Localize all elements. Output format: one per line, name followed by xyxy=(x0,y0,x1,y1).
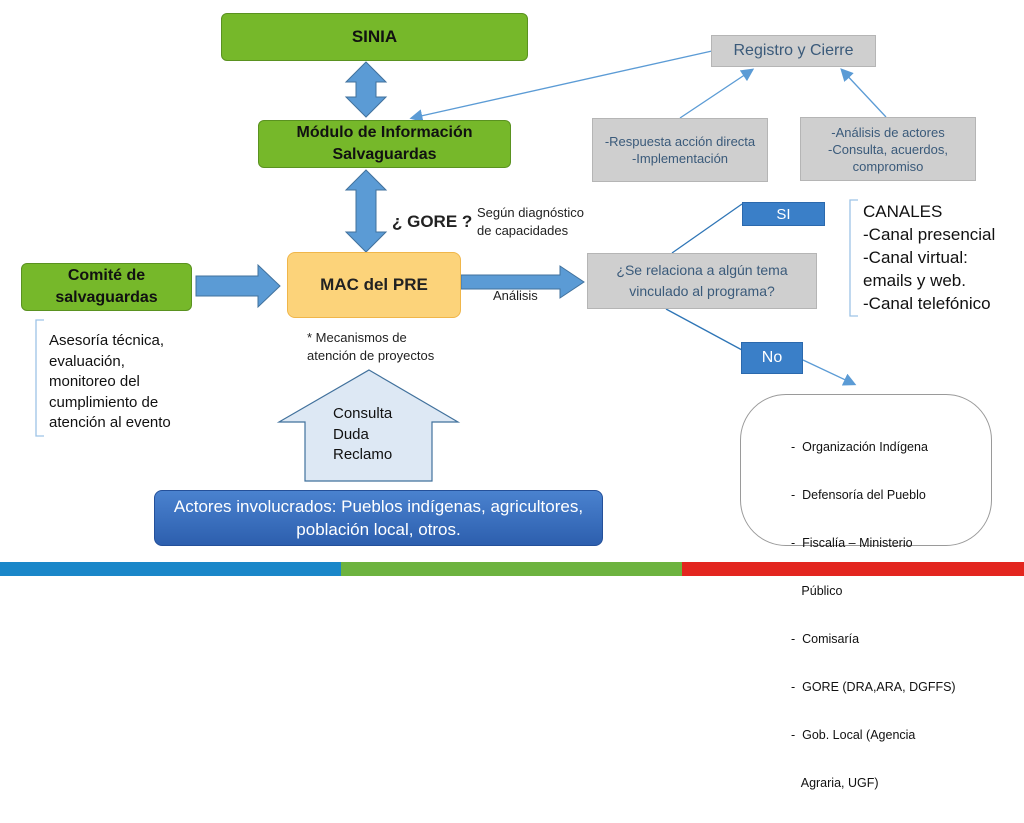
sinia-label: SINIA xyxy=(351,27,398,46)
connectors xyxy=(35,50,887,482)
mac-label: MAC del PRE xyxy=(320,275,428,294)
modulo-line1: Módulo de Información xyxy=(296,124,473,141)
institucion-item: Público xyxy=(791,584,843,598)
institucion-item: - Comisaría xyxy=(791,632,860,646)
comite-mac-arrow xyxy=(195,263,281,309)
registro-label: Registro y Cierre xyxy=(733,42,854,59)
consulta-line: Consulta xyxy=(333,405,393,422)
analisis-actores-box: -Análisis de actores -Consulta, acuerdos… xyxy=(800,117,976,181)
comite-line1: Comité de xyxy=(67,267,146,284)
pregunta-box: ¿Se relaciona a algún tema vinculado al … xyxy=(587,253,817,309)
analisis-registro-line xyxy=(840,68,887,118)
pregunta-no-line xyxy=(665,308,743,351)
si-box: SI xyxy=(742,202,825,226)
institucion-item: - Organización Indígena xyxy=(791,440,928,454)
consulta-up-arrow xyxy=(276,369,461,482)
diagnostico-text: Según diagnóstico de capacidades xyxy=(477,204,584,240)
canales-brace xyxy=(849,199,858,317)
asesoria-list: Asesoría técnica, evaluación, monitoreo … xyxy=(49,331,171,434)
pregunta-si-line xyxy=(671,203,743,254)
mac-box: MAC del PRE xyxy=(287,252,461,318)
footer-bar-green xyxy=(341,562,682,576)
diagnostico-line1: Según diagnóstico xyxy=(477,205,584,220)
actores-line2: población local, otros. xyxy=(296,520,461,539)
pregunta-line1: ¿Se relaciona a algún tema xyxy=(616,262,788,278)
instituciones-box: - Organización Indígena - Defensoría del… xyxy=(740,394,992,790)
analisis-actores-line3: compromiso xyxy=(852,158,924,174)
no-instituciones-line xyxy=(802,359,857,386)
analisis-actores-line1: -Análisis de actores xyxy=(831,124,945,140)
sinia-modulo-double-arrow xyxy=(344,61,388,118)
actores-box: Actores involucrados: Pueblos indígenas,… xyxy=(154,490,603,546)
mac-pregunta-arrow xyxy=(460,265,585,299)
si-label: SI xyxy=(776,205,791,223)
no-label: No xyxy=(761,349,783,366)
canales-line: -Canal virtual: xyxy=(863,248,968,267)
institucion-item: Agraria, UGF) xyxy=(791,776,879,790)
instituciones-list: - Organización Indígena - Defensoría del… xyxy=(791,407,956,823)
respuesta-box: -Respuesta acción directa -Implementació… xyxy=(592,118,768,182)
canales-line: -Canal telefónico xyxy=(863,294,991,313)
consulta-line: Duda xyxy=(333,425,369,443)
gore-question: ¿ GORE ? xyxy=(392,212,473,231)
canales-line: emails y web. xyxy=(863,271,966,290)
analisis-actores-line2: -Consulta, acuerdos, xyxy=(828,141,948,157)
institucion-item: - GORE (DRA,ARA, DGFFS) xyxy=(791,680,956,694)
institucion-item: - Fiscalía – Ministerio xyxy=(791,536,913,550)
institucion-item: - Defensoría del Pueblo xyxy=(791,488,926,502)
asesoria-line: atención al evento xyxy=(49,414,171,431)
comite-box: Comité de salvaguardas xyxy=(21,263,192,311)
mecanismos-line2: atención de proyectos xyxy=(307,348,435,363)
modulo-line2: Salvaguardas xyxy=(332,146,437,163)
respuesta-line2: -Implementación xyxy=(631,151,729,166)
institucion-item: - Gob. Local (Agencia xyxy=(791,728,916,742)
consulta-list: Consulta Duda Reclamo xyxy=(333,404,392,466)
sinia-box: SINIA xyxy=(221,13,528,61)
consulta-line: Reclamo xyxy=(333,446,393,463)
canales-line: -Canal presencial xyxy=(863,225,996,244)
footer-bar-red xyxy=(682,562,1024,576)
diagnostico-line2: de capacidades xyxy=(477,223,569,238)
asesoria-line: evaluación, xyxy=(49,352,125,370)
asesoria-brace xyxy=(35,319,44,437)
footer-bar-blue xyxy=(0,562,341,576)
analisis-label: Análisis xyxy=(493,288,538,303)
actores-line1: Actores involucrados: Pueblos indígenas,… xyxy=(173,497,584,516)
modulo-mac-double-arrow xyxy=(344,169,388,253)
mecanismos-text: * Mecanismos de atención de proyectos xyxy=(307,329,434,365)
canales-list: CANALES -Canal presencial -Canal virtual… xyxy=(863,200,995,315)
canales-line: CANALES xyxy=(863,202,943,221)
registro-box: Registro y Cierre xyxy=(711,35,876,67)
modulo-box: Módulo de Información Salvaguardas xyxy=(258,120,511,168)
mecanismos-line1: * Mecanismos de xyxy=(307,330,407,345)
comite-line2: salvaguardas xyxy=(55,289,158,306)
registro-modulo-line xyxy=(409,50,713,123)
asesoria-line: monitoreo del xyxy=(49,373,140,390)
respuesta-line1: -Respuesta acción directa xyxy=(604,134,756,149)
asesoria-line: Asesoría técnica, xyxy=(49,332,165,349)
respuesta-registro-line xyxy=(679,68,755,119)
no-box: No xyxy=(741,342,803,374)
asesoria-line: cumplimiento de xyxy=(49,393,159,411)
pregunta-line2: vinculado al programa? xyxy=(629,283,775,299)
